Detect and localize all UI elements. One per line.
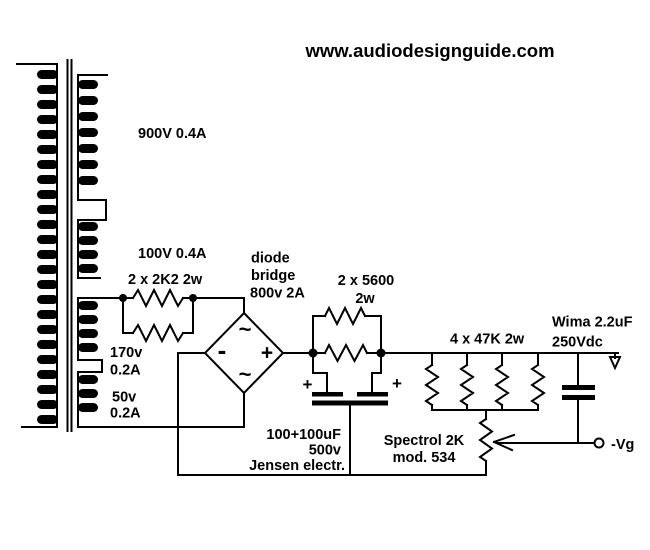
label-vg: -Vg [611, 437, 634, 453]
label-r-47k: 4 x 47K 2w [450, 332, 525, 348]
label-100v: 100V 0.4A [138, 246, 207, 262]
label-wima-line1: Wima 2.2uF [552, 315, 633, 331]
wima-plate-top [562, 385, 595, 390]
label-wima-line2: 250Vdc [552, 335, 603, 351]
secondary-winding [78, 80, 98, 412]
wima-plate-bottom [562, 395, 595, 400]
hv-output-arrow-icon [608, 356, 622, 371]
capacitor-jensen: + + 100+100uF 500v Jensen electr. [249, 374, 402, 474]
resistor-2x5600: 2 x 5600 2w [323, 273, 394, 364]
jensen-plate-right [357, 392, 388, 397]
junction-dots [119, 294, 386, 358]
vg-terminal-circle [593, 437, 605, 449]
label-bridge-line1: diode [251, 251, 290, 267]
label-900v: 900V 0.4A [138, 126, 207, 142]
pot-zigzag [478, 417, 494, 463]
bridge-minus-symbol: - [218, 335, 227, 365]
label-50v: 50v [112, 390, 136, 406]
label-jensen-line1: 100+100uF [266, 427, 341, 443]
label-bridge-line2: bridge [251, 268, 295, 284]
jensen-plus-left: + [303, 375, 313, 394]
bridge-plus-symbol: + [261, 342, 273, 365]
wires [16, 63, 619, 476]
label-pot-line2: mod. 534 [393, 450, 456, 466]
jensen-plus-right: + [392, 374, 402, 393]
label-170v-current: 0.2A [110, 363, 141, 379]
diode-bridge: ~ ~ - + diode bridge 800v 2A [203, 251, 305, 395]
resistor-2x5600-zigzags [323, 305, 369, 364]
label-r-5600-line1: 2 x 5600 [338, 273, 394, 289]
label-jensen-line2: 500v [309, 443, 341, 459]
label-170v: 170v [110, 345, 142, 361]
potentiometer-spectrol: Spectrol 2K mod. 534 [384, 417, 516, 466]
jensen-plate-left [312, 392, 343, 397]
bridge-ac-top-symbol: ~ [239, 317, 252, 342]
primary-winding [37, 70, 58, 424]
label-bridge-line3: 800v 2A [250, 286, 305, 302]
site-title: www.audiodesignguide.com [304, 40, 554, 61]
vg-terminal: -Vg [593, 437, 634, 453]
transformer: 900V 0.4A 100V 0.4A 170v 0.2A 50v 0.2A [37, 59, 207, 432]
label-pot-line1: Spectrol 2K [384, 433, 465, 449]
label-50v-current: 0.2A [110, 406, 141, 422]
bridge-ac-bottom-symbol: ~ [239, 362, 252, 387]
resistor-2x2k2: 2 x 2K2 2w [128, 272, 203, 344]
label-jensen-line3: Jensen electr. [249, 458, 345, 474]
capacitor-wima: Wima 2.2uF 250Vdc [552, 315, 633, 400]
label-r-2x2k2: 2 x 2K2 2w [128, 272, 203, 288]
resistor-2x2k2-zigzags [131, 287, 185, 344]
transformer-core [66, 59, 73, 432]
label-r-5600-line2: 2w [355, 291, 375, 307]
resistor-4x47k: 4 x 47K 2w [424, 332, 546, 407]
pot-wiper-arrow-icon [492, 433, 516, 452]
diode-bridge-body [203, 311, 285, 395]
jensen-plate-common [312, 400, 388, 406]
resistor-4x47k-zigzags [424, 363, 546, 407]
